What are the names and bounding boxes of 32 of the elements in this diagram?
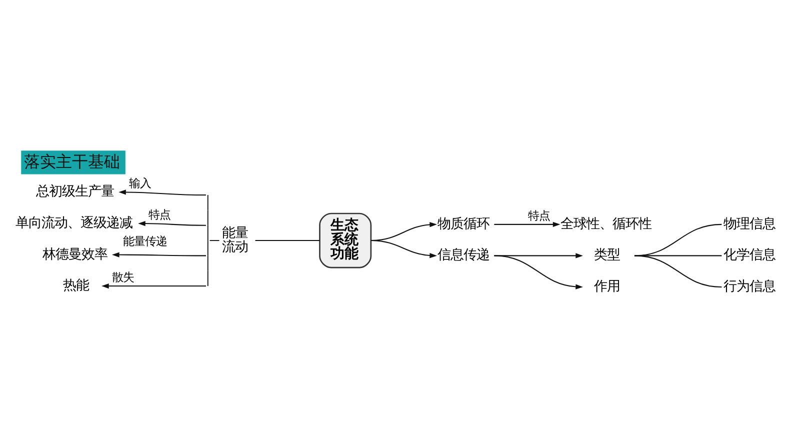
edge-label: 散失 (112, 269, 134, 284)
node-text: 信息传递 (437, 248, 490, 263)
node-text: 化学信息 (724, 248, 776, 263)
connector (634, 254, 722, 288)
node-text: 全球性、循环性 (560, 216, 652, 232)
edge-label: 特点 (148, 206, 171, 221)
node-text: 能量流动 (222, 225, 248, 255)
arrow (494, 221, 560, 226)
connector (634, 254, 722, 256)
edge-label: 特点 (528, 208, 550, 222)
node-text: 作用 (594, 278, 620, 294)
arrow (118, 189, 206, 196)
connector (634, 223, 722, 256)
node-text: 类型 (594, 248, 620, 263)
arrow (138, 220, 206, 226)
node-text: 物质循环 (437, 216, 490, 232)
node-box: 生态系统功能 (319, 212, 372, 268)
node-text: 热能 (62, 278, 89, 294)
arrow (494, 252, 583, 258)
node-text: 总初级生产量 (36, 184, 114, 200)
diagram-title: 落实主干基础 (24, 151, 120, 170)
edge-label: 能量传递 (122, 234, 167, 248)
arrow (494, 254, 583, 289)
node-text: 林德曼效率 (42, 246, 108, 262)
arrow (102, 282, 206, 288)
node-text: 单向流动、逐级递减 (15, 215, 132, 230)
connector (255, 240, 320, 241)
node-text: 物理信息 (724, 216, 776, 232)
edge-label: 输入 (129, 176, 152, 190)
arrow (112, 252, 206, 257)
node-text: 行为信息 (724, 278, 776, 294)
arrow (370, 240, 437, 258)
